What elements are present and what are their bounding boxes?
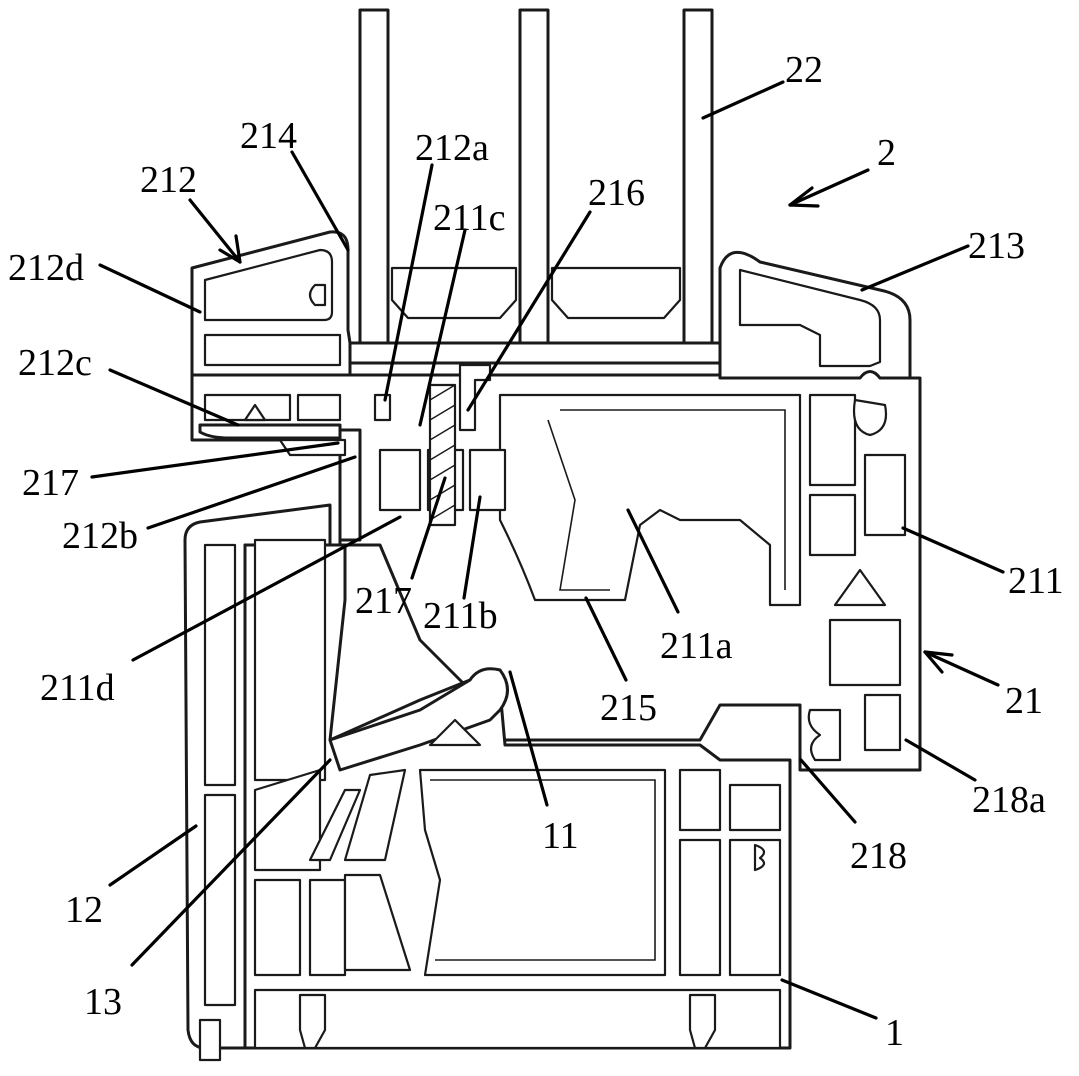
label-215: 215 bbox=[600, 687, 657, 729]
label-212: 212 bbox=[140, 159, 197, 201]
label-218a: 218a bbox=[972, 779, 1046, 821]
label-13: 13 bbox=[84, 981, 122, 1023]
label-211b: 211b bbox=[423, 595, 498, 637]
label-211a: 211a bbox=[660, 625, 733, 667]
label-211c: 211c bbox=[433, 197, 505, 239]
label-1: 1 bbox=[885, 1012, 904, 1054]
label-12: 12 bbox=[65, 889, 103, 931]
label-22: 22 bbox=[785, 49, 823, 91]
label-211d: 211d bbox=[40, 667, 115, 709]
reference-arrows bbox=[188, 168, 1000, 687]
label-21: 21 bbox=[1005, 680, 1043, 722]
label-211: 211 bbox=[1008, 560, 1064, 602]
glazing-bead-212 bbox=[190, 230, 352, 377]
label-214: 214 bbox=[240, 115, 297, 157]
label-217-mid: 217 bbox=[355, 580, 412, 622]
label-11: 11 bbox=[542, 815, 579, 857]
frame-profile-1 bbox=[183, 503, 792, 1062]
label-2: 2 bbox=[877, 132, 896, 174]
reference-labels: 22 2 214 212a 212 211c 216 213 212d 212c… bbox=[8, 49, 1064, 1054]
label-218: 218 bbox=[850, 835, 907, 877]
leader-lines bbox=[90, 80, 1005, 1020]
label-212a: 212a bbox=[415, 127, 489, 169]
glazing-unit bbox=[348, 8, 722, 365]
label-216: 216 bbox=[588, 172, 645, 214]
label-217-top: 217 bbox=[22, 462, 79, 504]
label-212b: 212b bbox=[62, 515, 138, 557]
label-212c: 212c bbox=[18, 342, 92, 384]
sash-profile-211 bbox=[190, 251, 922, 772]
label-212d: 212d bbox=[8, 247, 84, 289]
label-213: 213 bbox=[968, 225, 1025, 267]
